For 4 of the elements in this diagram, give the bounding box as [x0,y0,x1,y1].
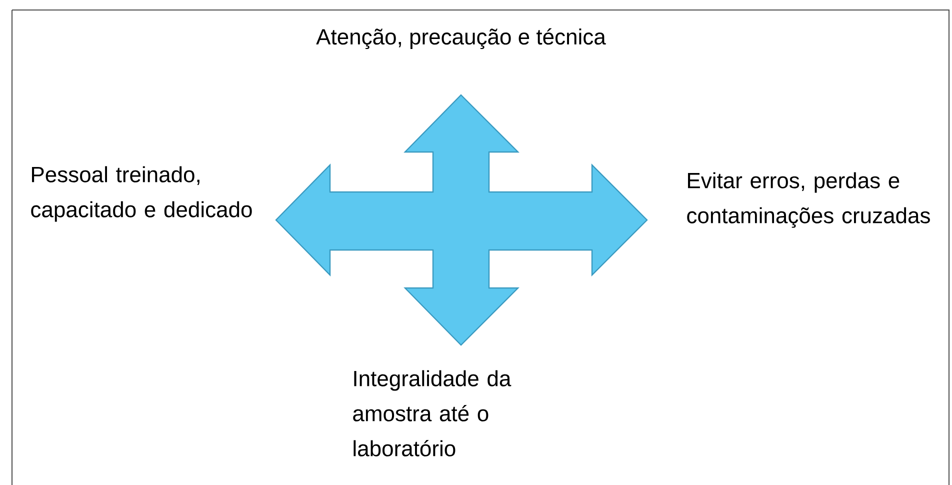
text-label: Pessoal treinado, capacitado e dedicado [31,166,252,222]
text-label: Integralidade da amostra até o laboratório [353,370,512,456]
text-label: Atenção, precaução e técnica [316,28,606,50]
text-label: Evitar erros, perdas e contaminações cruzadas [687,172,930,228]
